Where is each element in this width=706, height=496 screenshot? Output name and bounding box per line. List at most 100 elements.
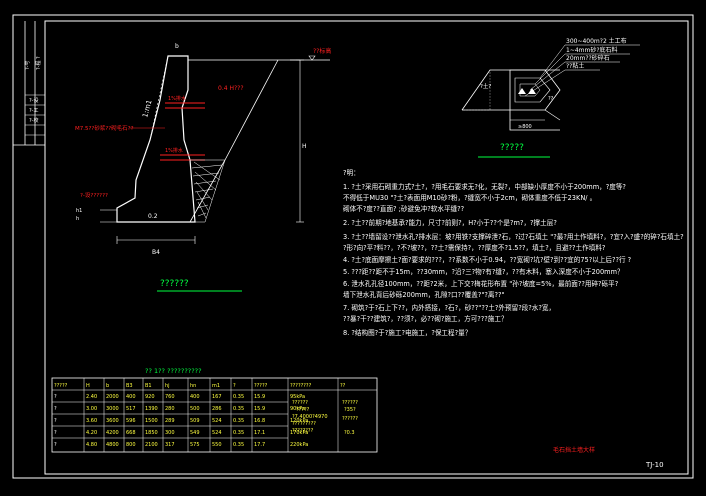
detail-note-3: 20mm??砂碎石: [566, 54, 610, 62]
table-cell: 575: [190, 442, 200, 448]
table-header-cell: ?????: [254, 383, 268, 389]
table-cell: 120kPa: [290, 418, 308, 424]
sheet-code: TJ-10: [645, 461, 664, 469]
table-cell: 2100: [145, 442, 158, 448]
note-line-11: 7. 砌筑?于?石上下??，内外搭接，?石?，砂??"??土?外预留?段?水?宽…: [343, 303, 555, 312]
height-label: H: [302, 143, 307, 150]
table-header-cell: ????????: [290, 383, 312, 389]
top-width-label: b: [175, 43, 179, 50]
table-cell: 550: [212, 442, 222, 448]
heel-label: h: [76, 216, 79, 222]
table-cell: 220kPa: [290, 442, 308, 448]
note-line-10: 墙下泄水孔背后砂砾200mm，孔隙?口??覆盖?"?离??": [343, 290, 505, 299]
table-cell: 3.60: [86, 418, 97, 424]
table-cell: 517: [126, 406, 136, 412]
table-cell: 400: [190, 394, 200, 400]
table-cell: 1500: [145, 418, 158, 424]
merged-cell-2-c: ??????: [342, 416, 358, 422]
note-line-5: 3. ?土??墙留设??泄水孔?排水层：坡?用铁?支撑碎泄?石，?过?石填土 "…: [343, 232, 684, 241]
table-header-cell: ?????: [54, 383, 68, 389]
wall-outline: [116, 55, 196, 223]
table-header-cell: hn: [190, 383, 196, 389]
detail-drawing: ?土? 300~400m?2 土工布 1~4mm砂?底石料 20mm??砂碎石 …: [461, 37, 640, 158]
notes-heading: ?明：: [343, 169, 360, 177]
note-line-12: ??暴?干??建筑?，??须?，必??砌?施工，方可???施工？: [343, 314, 508, 323]
notes-block: ?明： 1. ?土?采用石砌重力式?土?，?用毛石要求无?化，无裂?，中部缺小厚…: [343, 169, 684, 337]
table-cell: 167: [212, 394, 222, 400]
note-line-3: 砌体不?度??直面? ;砂避免冲?软水平缝??: [343, 204, 465, 213]
table-cell: 4800: [106, 442, 119, 448]
table-header-cell: ?: [233, 383, 236, 389]
note-line-1: 1. ?土?采用石砌重力式?土?，?用毛石要求无?化，无裂?，中部缺小厚度不小于…: [343, 182, 626, 191]
table-cell: 596: [126, 418, 136, 424]
table-header-cell: m1: [212, 383, 220, 389]
outer-frame: [12, 14, 694, 479]
toe-label: h1: [76, 208, 82, 214]
bottom-title: 毛石挡土墙大样: [553, 446, 595, 454]
base-label: 0.2: [148, 213, 158, 220]
merged-cell-2-d: ?0.3: [344, 430, 355, 436]
table-header-cell: B3: [126, 383, 133, 389]
merged-cell-1-a: ??????: [292, 400, 308, 406]
table-cell: 16.8: [254, 418, 265, 424]
note-line-9: 6. 泄水孔孔径100mm，??距?2米，上下交?梅花形布置 "孙?坡度=5%，…: [343, 279, 619, 288]
table-cell: 760: [165, 394, 175, 400]
strip-label-3: ?-设: [29, 97, 38, 104]
detail-left-label: ?土?: [480, 82, 491, 90]
note-line-4: 2. ?土??前期?地基承?能力，尺寸?前则?，H?小于??个是?m?，?撑土层…: [343, 218, 557, 227]
table-cell: 17.7: [254, 442, 265, 448]
table-cell: 4.80: [86, 442, 97, 448]
merged-cell-1-c: ?7.4000?4970: [292, 414, 328, 420]
table-header-cell: ??: [340, 383, 346, 389]
detail-bottom-label: ≥800: [518, 124, 532, 130]
table-cell: 300: [165, 430, 175, 436]
table-cell: 0.35: [233, 406, 244, 412]
left-strip-labels: ?-号 ?-程 ? ?-设 ?-工 ?-校: [25, 56, 42, 124]
table-header-cell: B1: [145, 383, 152, 389]
table-cell: 2000: [106, 394, 119, 400]
table-cell: 280: [165, 406, 175, 412]
table-cell: 317: [165, 442, 175, 448]
table-cell: 2.40: [86, 394, 97, 400]
table-cell: 1390: [145, 406, 158, 412]
table-cell: 289: [165, 418, 175, 424]
detail-side-label: ??: [548, 96, 554, 102]
note-line-8: 5. ???距??距不于15m，??30mm，?沿?三?物?有?缝?，??有木料…: [343, 267, 624, 276]
table-cell: 3000: [106, 406, 119, 412]
wall-section: ??标高 H 0.4 H??? 1:m1 1%排水 1%排水 M7.5??砂浆?…: [75, 43, 331, 292]
table-cell: 549: [190, 430, 200, 436]
table-cell: 668: [126, 430, 136, 436]
table-cell: 1850: [145, 430, 158, 436]
table-cell: 170kPa: [290, 430, 308, 436]
detail-note-1: 300~400m?2 土工布: [566, 37, 627, 45]
strip-label-4: ?-工: [29, 108, 38, 114]
table-cell: 90kPa: [290, 406, 305, 412]
table-header-cell: H: [86, 383, 90, 389]
table-cell: ?: [54, 394, 57, 400]
table-header-cell: b: [106, 383, 109, 389]
table-cell: 920: [145, 394, 155, 400]
table-cell: ?: [54, 406, 57, 412]
merged-cell-1-e: ????????: [292, 428, 314, 434]
table-cell: 500: [190, 406, 200, 412]
table-cell: 0.35: [233, 442, 244, 448]
table-caption: ?? 1?? ??????????: [145, 367, 202, 375]
merged-cell-1-d: ?????????: [292, 421, 316, 427]
table-cell: ?: [54, 418, 57, 424]
table-cell: 800: [126, 442, 136, 448]
table-cell: ?: [54, 442, 57, 448]
table-cell: 524: [212, 418, 222, 424]
section-caption: ??????: [160, 279, 189, 289]
table-cell: 4.20: [86, 430, 97, 436]
table-cell: 17.1: [254, 430, 265, 436]
detail-caption: ?????: [500, 143, 524, 153]
gravel-filter: [189, 159, 226, 223]
table-cell: 95kPa: [290, 394, 305, 400]
note-line-2: 不得低于MU30 "?土?表面用M10砂?粉，?缝宽不小于2cm，砌体重度不低于…: [343, 193, 596, 202]
drain-pipe-label: M7.5??砂浆??砌毛石??: [75, 124, 134, 132]
table-cell: 4200: [106, 430, 119, 436]
table-cell: 0.35: [233, 394, 244, 400]
strip-label-1: ?-号: [25, 61, 31, 70]
